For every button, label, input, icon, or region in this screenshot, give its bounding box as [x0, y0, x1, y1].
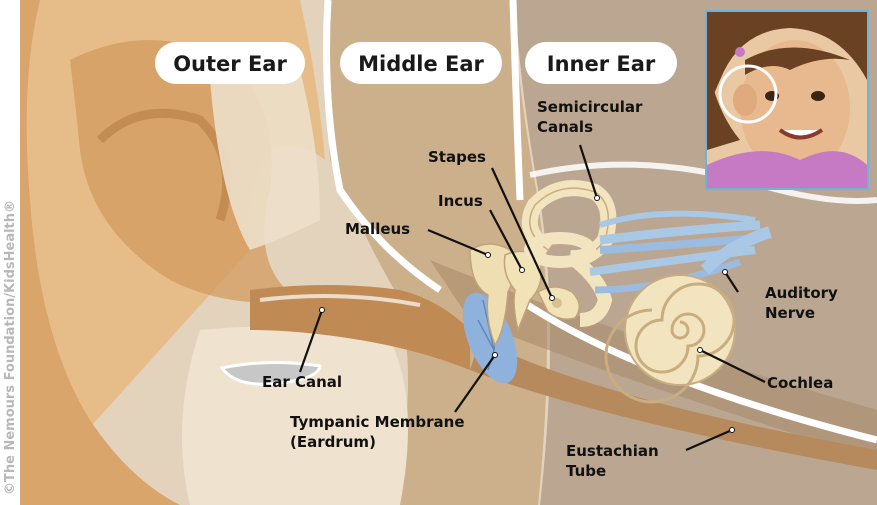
outer-ear-title: Outer Ear: [173, 52, 287, 76]
label-malleus: Malleus: [345, 220, 410, 238]
label-stapes: Stapes: [428, 148, 486, 166]
label-eustachian-tube: Eustachian: [566, 442, 659, 460]
label-cochlea: Cochlea: [767, 374, 833, 392]
header-middle-ear: Middle Ear: [340, 42, 502, 84]
label-semicircular-canals: Semicircular: [537, 98, 643, 116]
child-portrait-inset: [705, 10, 869, 190]
label-ear-canal: Ear Canal: [262, 373, 342, 391]
middle-ear-title: Middle Ear: [358, 52, 484, 76]
label-incus: Incus: [438, 192, 483, 210]
copyright-notice: ©The Nemours Foundation/KidsHealth®: [3, 200, 18, 495]
header-outer-ear: Outer Ear: [155, 42, 305, 84]
label-semicircular-canals-2: Canals: [537, 118, 593, 136]
label-auditory-nerve: Auditory: [765, 284, 838, 302]
label-tympanic-membrane: Tympanic Membrane: [290, 413, 465, 431]
inner-ear-title: Inner Ear: [547, 52, 656, 76]
label-eardrum: (Eardrum): [290, 433, 376, 451]
label-eustachian-tube-2: Tube: [566, 462, 606, 480]
label-auditory-nerve-2: Nerve: [765, 304, 815, 322]
header-inner-ear: Inner Ear: [525, 42, 677, 84]
